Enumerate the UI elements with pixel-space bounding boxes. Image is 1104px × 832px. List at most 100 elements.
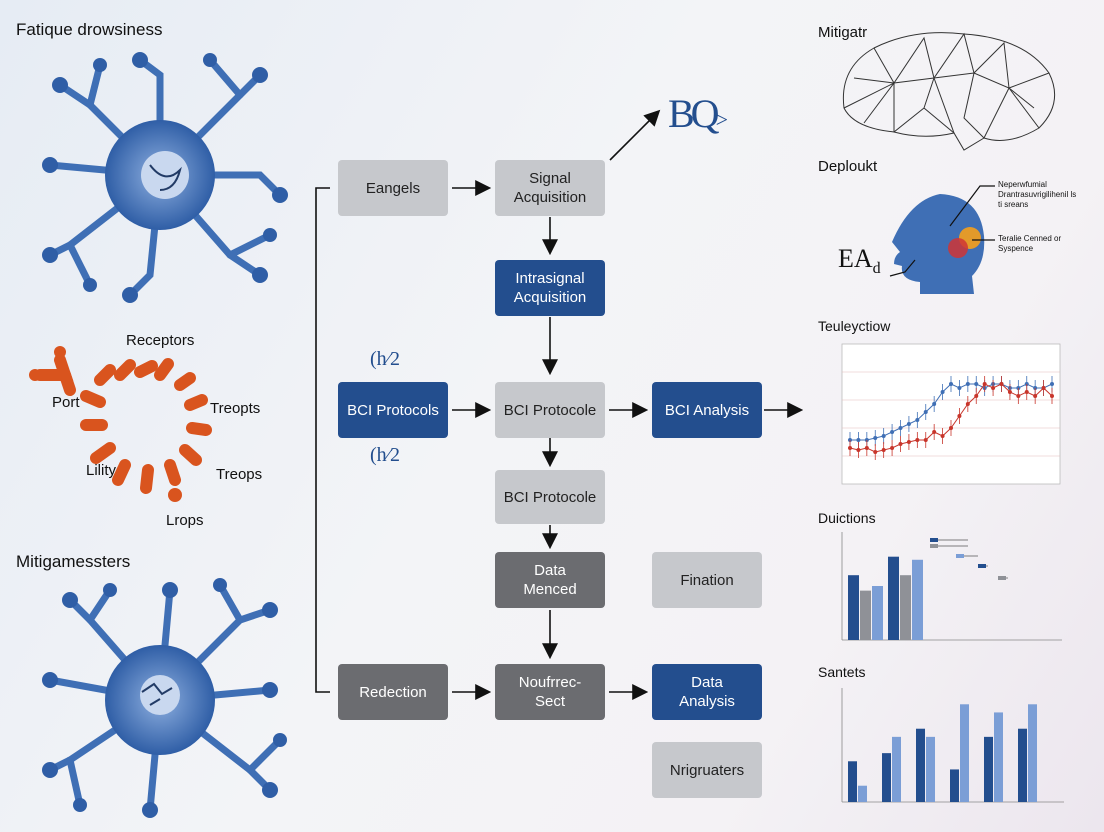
neuron-bottom-illustration (42, 578, 287, 818)
bar2-bar (984, 736, 993, 802)
line-chart (841, 343, 1061, 485)
line-point (949, 426, 953, 430)
line-point (957, 414, 962, 418)
deploukt-title: Deploukt (818, 158, 878, 175)
receptor-label-port: Port (52, 394, 80, 411)
line-point (932, 402, 937, 406)
line-point (1050, 382, 1054, 386)
line-point (991, 386, 996, 390)
bar1-legend-swatch (930, 538, 938, 542)
line-point (982, 382, 987, 386)
bar2-bar (916, 728, 925, 802)
node-redection: Redection (338, 664, 448, 720)
line-point (1024, 390, 1029, 394)
node-data-menced: Data Menced (495, 552, 605, 608)
line-point (965, 402, 970, 406)
node-eangels: Eangels (338, 160, 448, 216)
bar2-bar (1018, 728, 1027, 802)
bq-logo-text: BQ (668, 91, 720, 136)
node-bci-protocols: BCI Protocols (338, 382, 448, 438)
line-point (915, 438, 920, 442)
bar1-bar (872, 586, 883, 640)
line-point (932, 430, 937, 434)
line-point (923, 438, 928, 442)
node-fination: Fination (652, 552, 762, 608)
head-note-1: Neperwfumial Drantrasuvrigilihenil ls ti… (998, 180, 1077, 209)
line-point (873, 450, 878, 454)
formula-bottom: (h⁄2 (370, 444, 400, 466)
node-intrasignal-acquisition: Intrasignal Acquisition (495, 260, 605, 316)
line-point (974, 394, 979, 398)
node-bci-analysis: BCI Analysis (652, 382, 762, 438)
receptor-label-treops: Treops (216, 466, 263, 483)
head-profile-illustration (892, 194, 985, 294)
line-point (949, 382, 953, 386)
mitigatr-title: Mitigatr (818, 24, 868, 41)
formula-top: (h⁄2 (370, 348, 400, 370)
line-point (923, 410, 928, 414)
head-callout-lines (889, 185, 995, 277)
line-point (974, 382, 979, 386)
line-chart-title: Teuleyctiow (818, 318, 891, 334)
brain-wireframe-illustration (842, 32, 1056, 151)
line-point (999, 382, 1004, 386)
line-point (898, 426, 903, 430)
bar2-bar (994, 712, 1003, 802)
line-point (915, 418, 920, 422)
bar2-bar (960, 704, 969, 802)
ea-label: EAd (838, 244, 881, 278)
line-point (940, 390, 945, 394)
line-point (890, 446, 895, 450)
title-bottom: Mitigamessters (16, 552, 131, 571)
receptor-label-receptors: Receptors (126, 332, 195, 349)
line-point (1016, 394, 1021, 398)
receptor-ring-illustration (29, 346, 212, 502)
line-plot-area (841, 343, 1061, 485)
line-point (881, 448, 886, 452)
line-point (898, 442, 903, 446)
line-point (965, 382, 970, 386)
head-note-2: Teralie Cenned or Syspence (998, 234, 1062, 253)
bar1-bar (848, 575, 859, 640)
bar1-legend-swatch (930, 544, 938, 548)
node-data-analysis: Data Analysis (652, 664, 762, 720)
line-point (856, 448, 861, 452)
line-point (1007, 390, 1012, 394)
line-point (848, 446, 852, 450)
line-point (873, 436, 878, 440)
bar1-legend-swatch (956, 554, 964, 558)
line-point (890, 430, 895, 434)
bar1-legend-swatch (978, 564, 986, 568)
bar2-bar (892, 736, 901, 802)
node-bci-protocole-2: BCI Protocole (495, 470, 605, 524)
line-point (1050, 394, 1054, 398)
ea-subscript: d (872, 260, 881, 278)
bar1-bar (888, 556, 899, 640)
bar2-bar (848, 761, 857, 802)
line-point (881, 434, 886, 438)
title-top: Fatique drowsiness (16, 20, 163, 39)
bar-chart-1 (841, 532, 1062, 641)
bar2-bar (858, 785, 867, 802)
bar1-bar (912, 559, 923, 640)
bar2-bar (1028, 704, 1037, 802)
node-signal-acquisition: Signal Acquisition (495, 160, 605, 216)
line-point (906, 440, 911, 444)
bar1-bar (900, 575, 911, 640)
node-bci-protocole-1: BCI Protocole (495, 382, 605, 438)
receptor-label-lrops: Lrops (166, 512, 204, 529)
ea-main: EA (838, 244, 873, 273)
bq-logo: BQ> (668, 90, 729, 137)
bar-chart-2-title: Santets (818, 664, 866, 680)
bar1-bar (860, 590, 871, 640)
line-point (906, 422, 911, 426)
line-point (864, 446, 869, 450)
node-noufrrec-sect: Noufrrec- Sect (495, 664, 605, 720)
bq-tail-icon: > (715, 107, 729, 132)
bar-chart-1-title: Duictions (818, 510, 876, 526)
receptor-label-treopts: Treopts (210, 400, 261, 417)
neuron-top-illustration (42, 52, 288, 303)
receptor-label-lility: Lility (86, 462, 117, 479)
line-point (1041, 386, 1046, 390)
